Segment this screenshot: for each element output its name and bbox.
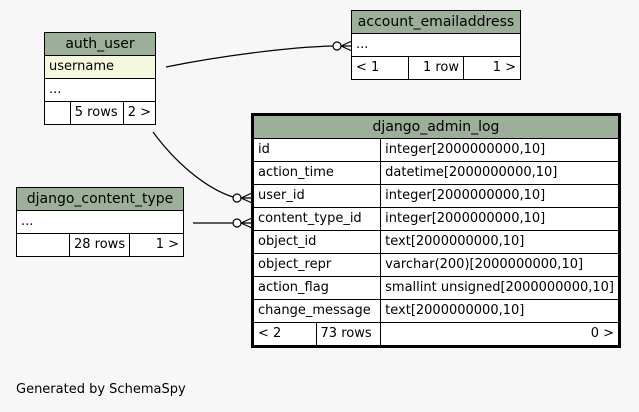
column-name[interactable]: user_id (251, 184, 382, 208)
footer-children[interactable]: 1 > (463, 56, 521, 80)
column-type: text[2000000000,10] (380, 230, 620, 254)
edge-auth-user-to-account-emailaddress (165, 45, 334, 68)
edge-crowfoot-marker (240, 192, 253, 204)
edge-zero-marker (332, 41, 342, 51)
generated-by-label: Generated by SchemaSpy (16, 382, 186, 397)
footer-parents (16, 233, 70, 257)
table-footer: < 1 1 row 1 > (351, 56, 521, 80)
table-account-emailaddress[interactable]: account_emailaddress ... < 1 1 row 1 > (351, 10, 521, 80)
table-auth-user[interactable]: auth_user username ... 5 rows 2 > (44, 32, 157, 125)
column-name[interactable]: object_id (251, 230, 382, 254)
footer-children[interactable]: 1 > (129, 233, 184, 257)
column-username[interactable]: username (44, 55, 156, 79)
column-type: smallint unsigned[2000000000,10] (380, 276, 620, 300)
footer-row-count: 28 rows (68, 233, 131, 257)
edge-zero-marker (232, 193, 242, 203)
table-footer: < 2 73 rows 0 > (252, 322, 620, 347)
footer-children[interactable]: 2 > (122, 101, 157, 125)
table-footer: 5 rows 2 > (44, 101, 157, 125)
edge-auth-user-to-admin-log (152, 131, 234, 198)
table-header[interactable]: django_content_type (16, 187, 184, 211)
column-name[interactable]: change_message (251, 299, 382, 323)
column-more[interactable]: ... (351, 33, 521, 57)
column-type: text[2000000000,10] (380, 299, 620, 323)
column-name[interactable]: action_flag (251, 276, 382, 300)
column-type: varchar(200)[2000000000,10] (380, 253, 620, 277)
footer-row-count: 73 rows (315, 322, 382, 347)
column-type: integer[2000000000,10] (380, 207, 620, 231)
column-type: datetime[2000000000,10] (380, 161, 620, 185)
column-type: integer[2000000000,10] (380, 138, 620, 162)
edge-zero-marker (232, 218, 242, 228)
table-header[interactable]: django_admin_log (252, 114, 620, 139)
column-type: integer[2000000000,10] (380, 184, 620, 208)
edge-crowfoot-marker (240, 217, 253, 229)
table-header[interactable]: account_emailaddress (351, 10, 521, 34)
footer-row-count: 5 rows (69, 101, 124, 125)
footer-children[interactable]: 0 > (380, 322, 620, 347)
footer-parents[interactable]: < 1 (351, 56, 409, 80)
column-more[interactable]: ... (44, 78, 156, 102)
table-django-content-type[interactable]: django_content_type ... 28 rows 1 > (16, 187, 184, 257)
column-name[interactable]: id (251, 138, 382, 162)
table-footer: 28 rows 1 > (16, 233, 184, 257)
table-header[interactable]: auth_user (44, 32, 156, 56)
footer-row-count: 1 row (408, 56, 464, 80)
column-name[interactable]: content_type_id (251, 207, 382, 231)
footer-parents (44, 101, 71, 125)
column-name[interactable]: action_time (251, 161, 382, 185)
edge-crowfoot-marker (340, 40, 353, 52)
footer-parents[interactable]: < 2 (252, 322, 317, 347)
column-name[interactable]: object_repr (251, 253, 382, 277)
column-more[interactable]: ... (16, 210, 184, 234)
